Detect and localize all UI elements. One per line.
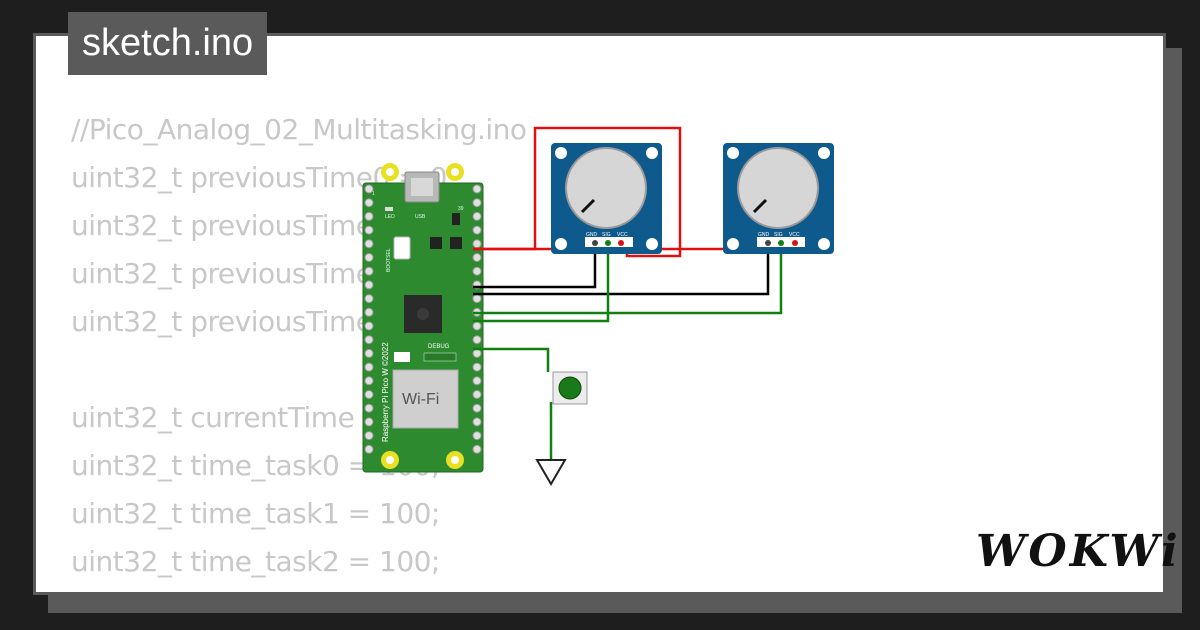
wire-green-button	[473, 347, 550, 372]
board-pin	[364, 321, 374, 331]
pot-sig-label: SIG	[774, 232, 783, 238]
board-pin	[472, 239, 482, 249]
code-line: uint32_t time_task2 = 100;	[71, 545, 440, 578]
wifi-label: Wi-Fi	[402, 391, 439, 408]
board-pin	[364, 335, 374, 345]
board-pin	[472, 444, 482, 454]
board-pin	[472, 294, 482, 304]
board-pin	[364, 239, 374, 249]
pushbutton-cap[interactable]	[558, 376, 582, 400]
pot-vcc-label: VCC	[789, 232, 800, 238]
pot-gnd-label: GND	[586, 232, 598, 238]
wokwi-logo: WOKWi	[976, 526, 1181, 577]
usb-label: USB	[415, 214, 426, 220]
board-pin	[364, 307, 374, 317]
board-pin	[472, 335, 482, 345]
pin-39-label: 39	[458, 206, 464, 212]
board-pin	[472, 225, 482, 235]
board-pin	[472, 417, 482, 427]
pushbutton[interactable]	[552, 371, 588, 405]
board-pin	[364, 431, 374, 441]
board-pin	[364, 376, 374, 386]
board-pin	[472, 321, 482, 331]
wire-green-sig-1	[473, 246, 610, 323]
code-line: uint32_t time_task1 = 100;	[71, 497, 440, 530]
board-pin	[472, 253, 482, 262]
bootsel-label: BOOTSEL	[386, 248, 392, 272]
board-pin	[472, 211, 482, 221]
pot-sig-label: SIG	[602, 232, 611, 238]
board-pin	[364, 444, 374, 454]
debug-label: DEBUG	[428, 344, 450, 350]
wire-black-gnd-1	[473, 246, 597, 289]
board-name-label: Raspberry Pi Pico W ©2022	[381, 342, 390, 442]
wire-black-gnd-2	[473, 246, 770, 296]
board-pin	[364, 211, 374, 221]
pot-vcc-label: VCC	[617, 232, 628, 238]
pot-knob[interactable]	[565, 147, 647, 229]
board-pin	[364, 280, 374, 290]
potentiometer-2[interactable]: GND SIG VCC	[723, 143, 834, 254]
board-pin	[472, 184, 482, 194]
board-pin	[364, 417, 374, 427]
bootsel-button[interactable]	[393, 236, 411, 260]
pin-1-label: 1	[372, 191, 375, 197]
board-pin	[364, 294, 374, 304]
code-line: //Pico_Analog_02_Multitasking.ino	[71, 113, 527, 146]
sketch-title: sketch.ino	[68, 12, 268, 75]
board-pin	[364, 198, 374, 208]
board-pin	[364, 362, 374, 372]
board-pin	[472, 362, 482, 372]
board-pin	[364, 225, 374, 235]
onboard-led	[385, 207, 393, 211]
board-pin	[472, 431, 482, 441]
board-pin	[364, 253, 374, 262]
board-pin	[472, 348, 482, 358]
wifi-module	[392, 369, 459, 429]
potentiometer-1[interactable]: GND SIG VCC	[551, 143, 662, 254]
ground-icon	[535, 459, 567, 486]
board-pin	[472, 390, 482, 399]
pot-gnd-label: GND	[758, 232, 770, 238]
pot-knob[interactable]	[737, 147, 819, 229]
board-pin	[472, 198, 482, 208]
board-pins	[364, 184, 482, 454]
board-pin	[364, 403, 374, 413]
board-pin	[364, 266, 374, 276]
board-pin	[364, 348, 374, 358]
code-listing: //Pico_Analog_02_Multitasking.ino uint32…	[71, 106, 527, 592]
board-pin	[364, 184, 374, 194]
board-pin	[472, 376, 482, 386]
board-pin	[472, 403, 482, 413]
board-pin	[472, 266, 482, 276]
board-pin	[364, 390, 374, 399]
wire-green-sig-2	[473, 246, 783, 315]
led-label: LED	[385, 214, 395, 220]
pico-w-board[interactable]: LED USB 1 39 BOOTSEL DEBUG Wi-Fi Raspber…	[362, 163, 484, 473]
